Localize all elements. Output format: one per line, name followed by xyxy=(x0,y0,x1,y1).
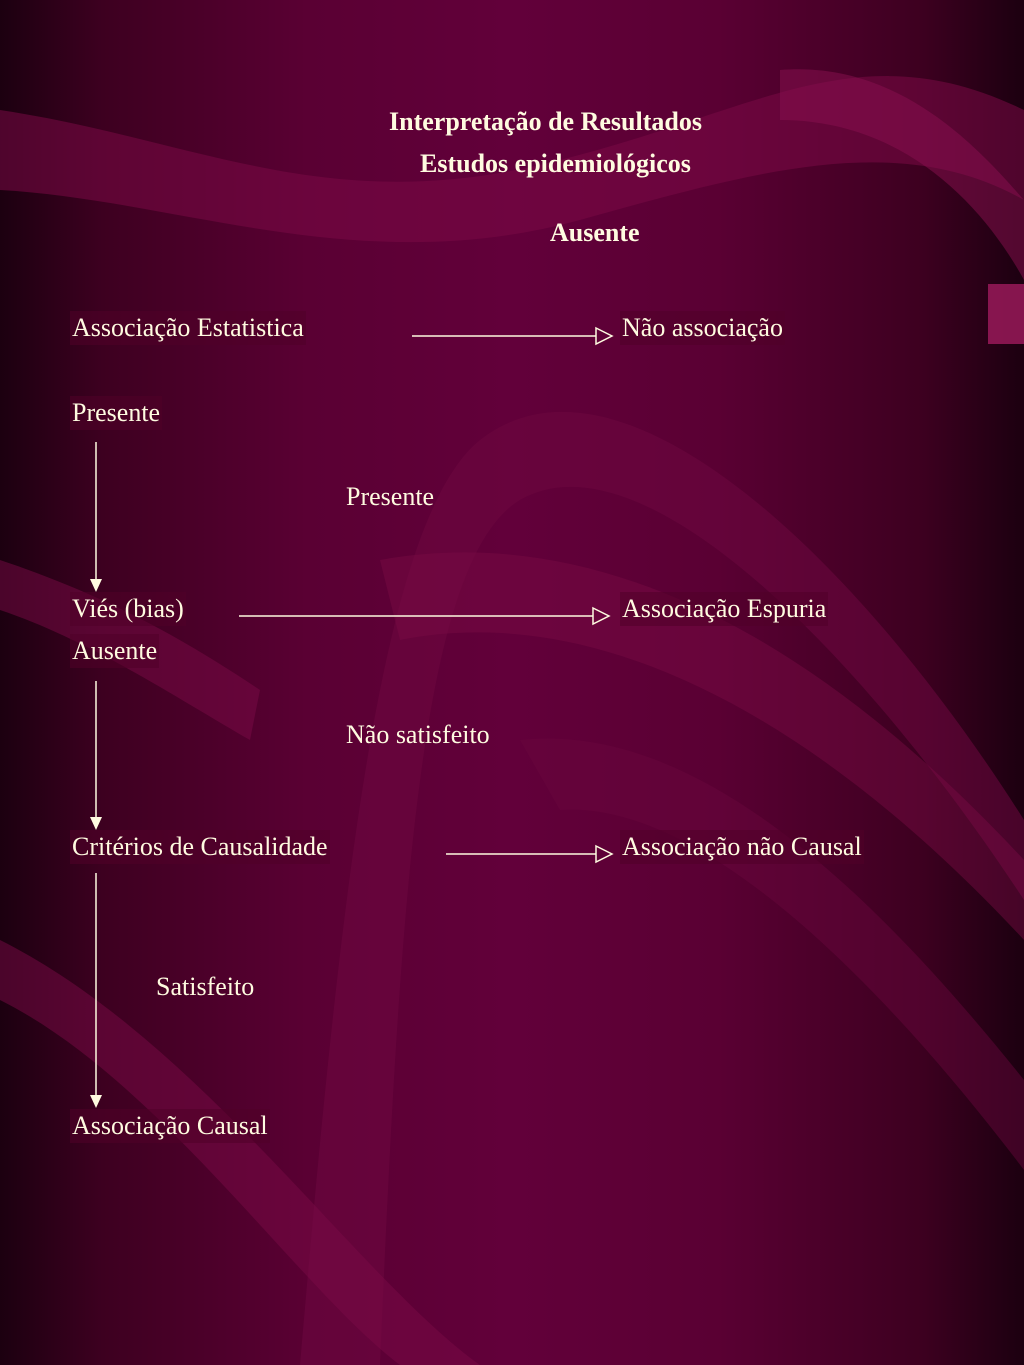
label-ausente-left: Ausente xyxy=(70,634,160,668)
node-vies: Viés (bias) xyxy=(70,592,186,626)
arrow-criterios-to-causal xyxy=(90,873,102,1108)
node-associacao-espuria: Associação Espuria xyxy=(620,592,829,626)
label-satisfeito: Satisfeito xyxy=(156,972,255,1001)
ribbon-right-top xyxy=(780,69,1024,281)
title-line-2: Estudos epidemiológicos xyxy=(420,149,691,178)
node-associacao-causal: Associação Causal xyxy=(70,1109,270,1143)
label-presente-left: Presente xyxy=(70,396,163,430)
ribbon-diagonal xyxy=(380,552,1024,940)
arrow-estatistica-to-vies xyxy=(90,442,102,592)
node-associacao-nao-causal: Associação não Causal xyxy=(620,830,864,864)
arrow-criterios-to-nao-causal xyxy=(446,844,614,864)
arrow-estatistica-to-nao-associacao xyxy=(412,326,614,346)
ribbon-edge-accent xyxy=(988,284,1024,344)
ribbon-bottom-right xyxy=(520,738,1024,1170)
title-line-1: Interpretação de Resultados xyxy=(389,107,702,136)
ribbon-lower xyxy=(0,940,480,1365)
label-nao-satisfeito: Não satisfeito xyxy=(346,720,490,749)
arrow-vies-to-criterios xyxy=(90,681,102,830)
node-associacao-estatistica: Associação Estatistica xyxy=(70,311,306,345)
node-nao-associacao: Não associação xyxy=(620,311,785,345)
ribbon-top xyxy=(0,76,1024,243)
label-presente-mid: Presente xyxy=(346,482,435,511)
label-ausente-top: Ausente xyxy=(550,218,640,247)
ribbon-loop xyxy=(300,411,1024,1365)
arrow-vies-to-espuria xyxy=(239,606,611,626)
node-criterios-causalidade: Critérios de Causalidade xyxy=(70,830,330,864)
